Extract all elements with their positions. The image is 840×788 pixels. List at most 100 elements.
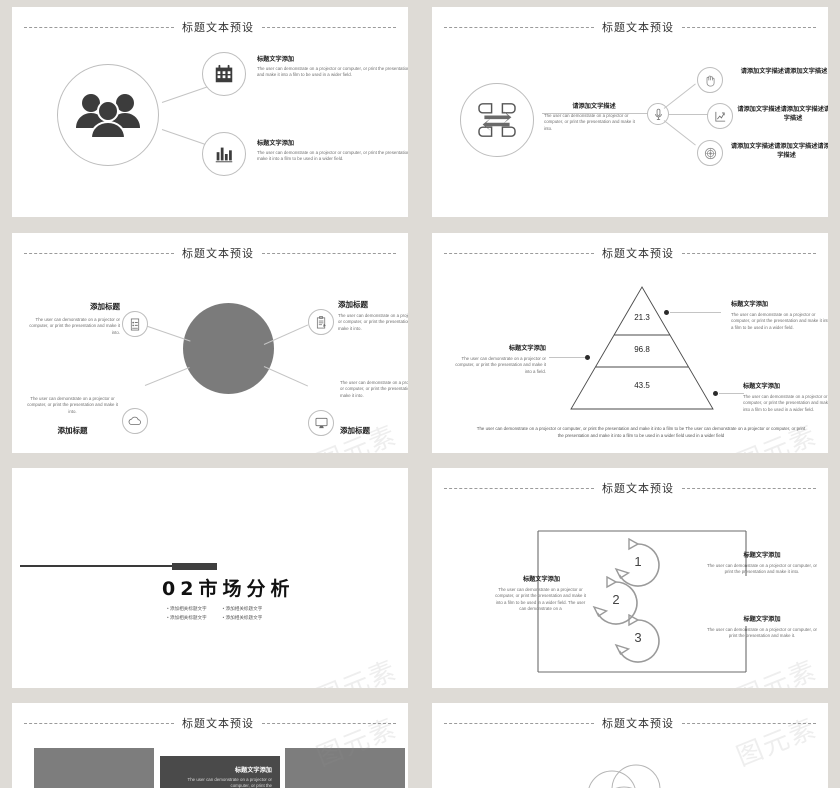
header-rule-left [444, 26, 594, 28]
slide-1-header: 标题文本预设 [24, 19, 396, 35]
slide-3-node-4-body: The user can demonstrate on a projector … [340, 380, 408, 398]
slide-7-card-2-title: 标题文字添加 [234, 767, 272, 774]
slide-2-item-1-circle[interactable] [697, 67, 723, 93]
slide-7-card-2-body: The user can demonstrate on a projector … [187, 777, 272, 788]
bar-chart-icon [213, 143, 235, 165]
slide-2-item-1-text: 请添加文字描述请添加文字描述 [740, 68, 828, 75]
people-group-circle[interactable] [57, 64, 159, 166]
connector-main-hub [542, 113, 650, 114]
header-rule-right [682, 722, 816, 724]
header-rule-left [444, 487, 594, 489]
watermark: 图元素 [312, 655, 402, 688]
slide-6-callout-3-title: 标题文字添加 [743, 616, 781, 623]
callout-2-body: The user can demonstrate on a projector … [455, 356, 546, 374]
step-2-number: 2 [612, 592, 620, 607]
microphone-hub-circle[interactable] [647, 103, 669, 125]
pyramid-level-3-value: 43.5 [634, 381, 650, 390]
document-list-icon [130, 318, 140, 331]
header-rule-right [262, 252, 396, 254]
slide-6-callout-3-body: The user can demonstrate on a projector … [706, 627, 818, 639]
callout-1-body: The user can demonstrate on a projector … [731, 312, 828, 330]
step-1-number: 1 [634, 554, 642, 569]
center-gray-circle [183, 303, 274, 394]
callout-2-title: 标题文字添加 [508, 345, 546, 352]
slide-2-item-2-circle[interactable] [707, 103, 733, 129]
header-rule-left [444, 252, 594, 254]
slide-5[interactable]: 02市场分析 添加相关标题文字 添加相关标题文字 添加相关标题文字 添加相关标题… [12, 468, 408, 688]
slide-8[interactable]: 标题文本预设 图元素 [432, 703, 828, 788]
bracket-frame [537, 530, 747, 673]
cloud-icon [128, 416, 142, 426]
slide-2-item-3-circle[interactable] [697, 140, 723, 166]
slide-2-header-title: 标题文本预设 [602, 21, 674, 34]
line-chart-icon [714, 110, 727, 123]
pyramid-level-1-value: 21.3 [634, 313, 650, 322]
slide-7-header: 标题文本预设 [24, 715, 396, 731]
slide-3-node-3-circle[interactable] [122, 408, 148, 434]
slide-3-node-3-body: The user can demonstrate on a projector … [27, 396, 118, 414]
circular-arrow-step-1 [614, 538, 660, 587]
slide-1-item-2-text: 标题文字添加 The user can demonstrate on a pro… [257, 140, 408, 163]
slide-1-header-title: 标题文本预设 [182, 21, 254, 34]
header-rule-right [682, 487, 816, 489]
slide-7-card-2[interactable]: 标题文字添加 The user can demonstrate on a pro… [160, 756, 280, 788]
slide-3-node-1-circle[interactable] [122, 311, 148, 337]
slide-7-card-1[interactable] [34, 748, 154, 788]
venn-circles-diagram [588, 764, 661, 788]
callout-3-dot [713, 391, 718, 396]
slide-6-header: 标题文本预设 [444, 480, 816, 496]
slide-3-header-title: 标题文本预设 [182, 247, 254, 260]
slide-7-card-3[interactable] [285, 748, 405, 788]
slide-6-callout-1-title: 标题文字添加 [522, 576, 561, 583]
monitor-icon [315, 417, 328, 429]
bullet-1: 添加相关标题文字 [167, 606, 207, 612]
slide-1-item-1-circle[interactable] [202, 52, 246, 96]
slide-3-node-1-body: The user can demonstrate on a projector … [29, 317, 120, 335]
slide-1-item-2-circle[interactable] [202, 132, 246, 176]
slide-6-callout-1-body: The user can demonstrate on a projector … [495, 587, 586, 612]
spoke-bottom-left [144, 367, 190, 386]
slide-3-node-1-title: 添加标题 [90, 302, 120, 311]
calendar-table-icon [213, 63, 235, 85]
bullet-4: 添加相关标题文字 [223, 615, 263, 621]
slide-1[interactable]: 标题文本预设 [12, 7, 408, 217]
slide-3[interactable]: 标题文本预设 The user can demonstrate on a pro… [12, 233, 408, 453]
slide-1-item-2-body: The user can demonstrate on a projector … [257, 150, 408, 162]
people-group-icon [73, 90, 143, 140]
slide-4[interactable]: 标题文本预设 21.3 96.8 43.5 标题文字添加 The user ca… [432, 233, 828, 453]
exchange-circle[interactable] [460, 83, 534, 157]
callout-3-title: 标题文字添加 [743, 383, 781, 390]
slide-3-node-1-text: The user can demonstrate on a projector … [20, 317, 120, 336]
spoke-bottom-right [263, 366, 309, 387]
callout-3-body: The user can demonstrate on a projector … [743, 394, 828, 412]
slide-1-item-1-body: The user can demonstrate on a projector … [257, 66, 408, 78]
callout-1-dot [664, 310, 669, 315]
slide-4-footer: The user can demonstrate on a projector … [476, 426, 806, 439]
pyramid-chart [570, 286, 714, 410]
header-rule-right [682, 26, 816, 28]
header-rule-left [24, 252, 174, 254]
bullet-3: 添加相关标题文字 [167, 615, 207, 621]
slide-3-node-4-circle[interactable] [308, 410, 334, 436]
connector-line-1 [161, 86, 208, 103]
slide-6[interactable]: 标题文本预设 1 2 3 标题文字添加 The user can demon [432, 468, 828, 688]
slide-2-main-title: 请添加文字描述 [572, 103, 616, 110]
slide-7[interactable]: 标题文本预设 标题文字添加 The user can demonstrate o… [12, 703, 408, 788]
callout-2-line [549, 357, 585, 358]
header-rule-right [262, 26, 396, 28]
callout-3-line [719, 393, 744, 394]
slide-4-header: 标题文本预设 [444, 245, 816, 261]
slide-6-header-title: 标题文本预设 [602, 482, 674, 495]
section-title: 02市场分析 [162, 578, 295, 600]
slide-2-main-text: 请添加文字描述 The user can demonstrate on a pr… [544, 103, 644, 132]
slide-2-main-body: The user can demonstrate on a projector … [544, 113, 635, 131]
slide-2[interactable]: 标题文本预设 请添加文字描述 The user can demonstrate … [432, 7, 828, 217]
slide-1-item-2-title: 标题文字添加 [257, 140, 295, 147]
header-rule-right [682, 252, 816, 254]
slide-3-node-2-circle[interactable] [308, 309, 334, 335]
connector-branch-3 [663, 120, 696, 146]
header-rule-left [24, 722, 174, 724]
target-globe-icon [704, 147, 717, 160]
